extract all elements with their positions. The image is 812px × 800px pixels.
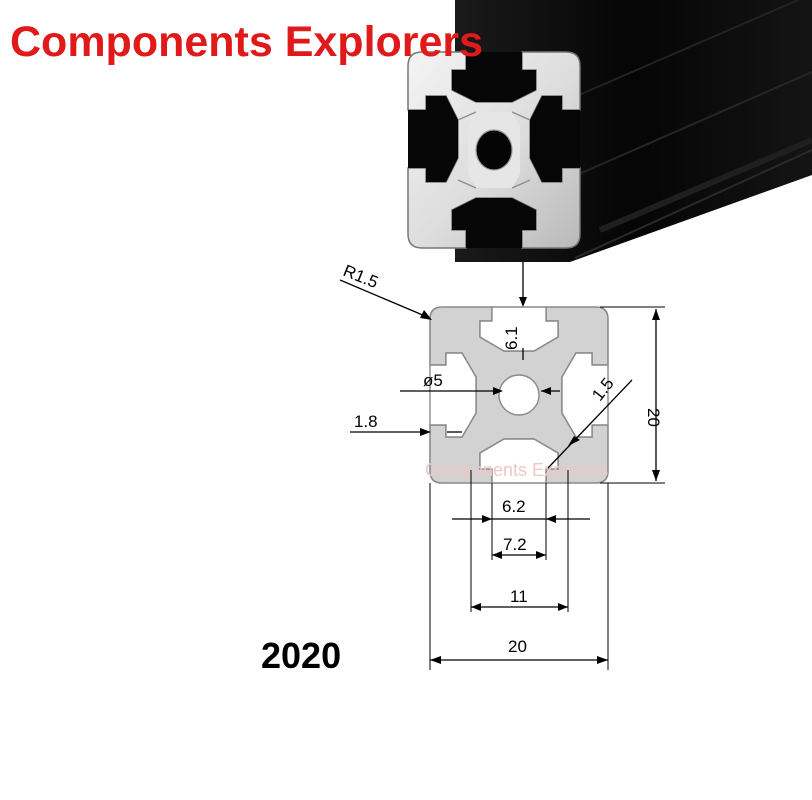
dim-slot-depth: 6.1	[502, 326, 521, 350]
dim-slot-inner: 6.2	[502, 497, 526, 516]
dim-corner-radius: R1.5	[341, 261, 381, 292]
extrusion-cut-face	[407, 51, 581, 249]
dim-lip: 1.8	[354, 412, 378, 431]
center-hole	[498, 374, 540, 416]
model-label: 2020	[261, 635, 341, 676]
brand-title: Components Explorers	[10, 18, 483, 66]
dim-slot-back: 11	[510, 587, 528, 606]
dim-center-hole: ø5	[423, 371, 443, 390]
extrusion-photo	[407, 0, 812, 262]
dim-slot-opening: 7.2	[503, 535, 527, 554]
dim-height: 20	[644, 408, 663, 427]
watermark: Components Explorers	[425, 460, 608, 480]
dim-width: 20	[508, 637, 527, 656]
cross-section	[429, 306, 609, 484]
dimension-lines	[339, 262, 665, 670]
